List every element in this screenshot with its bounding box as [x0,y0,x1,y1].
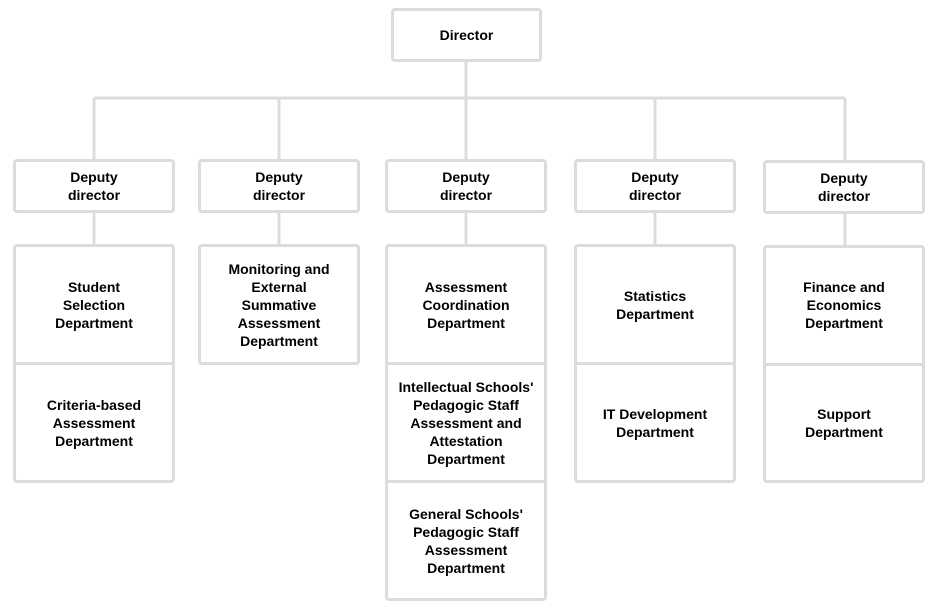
director-box: Director [391,8,542,62]
director-label: Director [439,27,494,43]
